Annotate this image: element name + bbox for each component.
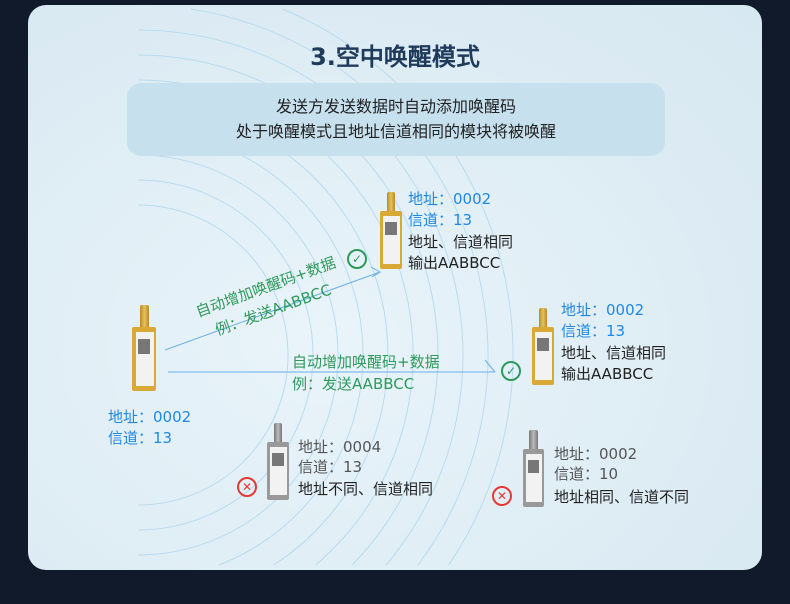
receiver-result: 地址、信道相同 (561, 344, 667, 362)
page-title: 3.空中唤醒模式 (310, 43, 480, 71)
signal-wave-arc (137, 204, 289, 506)
signal-wave-arc (137, 179, 314, 531)
receiver-channel: 信道：13 (298, 458, 363, 476)
cross-icon: ✕ (237, 477, 257, 497)
signal-wave-arc (282, 8, 514, 566)
wake-mode-card: 3.空中唤醒模式 发送方发送数据时自动添加唤醒码 处于唤醒模式且地址信道相同的模… (28, 5, 762, 570)
sender-channel: 信道：13 (108, 429, 173, 447)
receiver-address: 地址：0002 (561, 301, 645, 319)
receiver-module (377, 192, 405, 272)
banner-line-1: 发送方发送数据时自动添加唤醒码 (275, 97, 516, 116)
receiver-address: 地址：0002 (408, 190, 492, 208)
link-label-horizontal-2: 例：发送AABBCC (292, 375, 415, 393)
receiver-address: 地址：0002 (554, 445, 638, 463)
receiver-module (264, 423, 292, 503)
sender-address: 地址：0002 (108, 408, 192, 426)
signal-wave-arc (137, 54, 439, 566)
receiver-address: 地址：0004 (298, 438, 382, 456)
receiver-channel: 信道：13 (561, 322, 626, 340)
check-icon: ✓ (501, 361, 521, 381)
receiver-module (520, 430, 547, 510)
arrowhead-right (484, 359, 496, 373)
arrowhead-top (370, 266, 381, 278)
receiver-result: 地址不同、信道相同 (298, 480, 434, 498)
receiver-module (529, 308, 557, 388)
receiver-result: 地址相同、信道不同 (554, 488, 690, 506)
signal-wave-arc (190, 8, 489, 566)
receiver-result: 地址、信道相同 (408, 233, 514, 251)
link-line-top (164, 271, 381, 351)
cross-icon: ✕ (492, 486, 512, 506)
link-label-horizontal-1: 自动增加唤醒码+数据 (292, 353, 440, 371)
banner-line-2: 处于唤醒模式且地址信道相同的模块将被唤醒 (235, 122, 556, 141)
check-icon: ✓ (347, 249, 367, 269)
signal-wave-arc (137, 154, 339, 556)
description-banner: 发送方发送数据时自动添加唤醒码 处于唤醒模式且地址信道相同的模块将被唤醒 (127, 83, 665, 156)
receiver-output: 输出AABBCC (408, 254, 501, 272)
receiver-output: 输出AABBCC (561, 365, 654, 383)
receiver-channel: 信道：10 (554, 465, 619, 483)
sender-module (129, 305, 159, 395)
signal-wave-arc (137, 29, 464, 566)
receiver-channel: 信道：13 (408, 211, 473, 229)
